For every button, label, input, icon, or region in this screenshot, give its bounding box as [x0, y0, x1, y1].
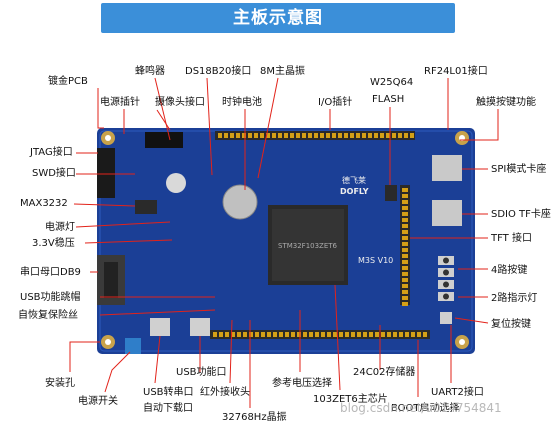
title-banner: 主板示意图	[101, 3, 455, 33]
page-title: 主板示意图	[233, 8, 323, 28]
label-touch-key: 触摸按键功能	[476, 97, 536, 108]
label-io-pin: I/O插针	[318, 97, 353, 108]
label-serial-db9: 串口母口DB9	[20, 267, 81, 278]
label-flash: FLASH	[372, 94, 405, 105]
label-vref-select: 参考电压选择	[272, 378, 332, 389]
io-header-top-pins	[218, 133, 414, 138]
buzzer	[166, 173, 186, 193]
camera-header	[145, 132, 183, 148]
label-leds2: 2路指示灯	[491, 293, 538, 304]
tft-header-pins	[402, 188, 408, 306]
label-gold-pcb: 镀金PCB	[48, 76, 88, 87]
sdio-card-slot	[432, 200, 462, 226]
board-brand: 德飞莱	[342, 176, 366, 185]
spi-card-slot	[432, 155, 462, 181]
max3232-chip	[135, 200, 157, 214]
label-auto-download: 自动下载口	[143, 403, 193, 414]
clock-battery	[222, 184, 258, 220]
label-fuse: 自恢复保险丝	[18, 310, 78, 321]
watermark: blog.csdn.net/u014754841	[340, 401, 502, 415]
label-usb-serial: USB转串口	[143, 387, 194, 398]
jtag-connector	[97, 148, 115, 198]
label-jtag: JTAG接口	[30, 147, 73, 158]
label-power-led: 电源灯	[45, 222, 75, 233]
board-brand-en: DOFLY	[340, 187, 369, 196]
key-buttons	[438, 256, 454, 324]
label-power-pin: 电源插针	[100, 97, 140, 108]
power-switch-body	[125, 338, 141, 354]
label-boot-select: BOOT启动选择	[391, 403, 460, 414]
io-header-bottom-pins	[213, 332, 427, 337]
board-model: M3S V10	[358, 256, 394, 265]
io-header-bottom	[210, 330, 430, 339]
label-buzzer: 蜂鸣器	[135, 66, 165, 77]
label-mcu: 103ZET6主芯片	[313, 394, 388, 405]
label-sdio-card: SDIO TF卡座	[491, 209, 551, 220]
label-ds18b20: DS18B20接口	[185, 66, 252, 77]
label-camera-port: 摄像头接口	[155, 97, 205, 108]
label-reset-key: 复位按键	[491, 319, 531, 330]
label-tft: TFT 接口	[491, 233, 532, 244]
label-rf24l01: RF24L01接口	[424, 66, 488, 77]
label-clock-battery: 时钟电池	[222, 97, 262, 108]
leader-lines	[69, 77, 499, 408]
label-uart2: UART2接口	[431, 387, 484, 398]
chip-marking: STM32F103ZET6	[278, 242, 338, 250]
label-max3232: MAX3232	[20, 198, 68, 209]
label-crystal-32k: 32768Hz晶振	[222, 412, 287, 423]
label-spi-card: SPI模式卡座	[491, 164, 547, 175]
label-regulator: 3.3V稳压	[32, 238, 75, 249]
label-usb-func: USB功能口	[176, 367, 227, 378]
label-crystal-8m: 8M主晶振	[260, 66, 305, 77]
label-swd: SWD接口	[32, 168, 76, 179]
label-ir-receiver: 红外接收头	[200, 387, 250, 398]
label-keys4: 4路按键	[491, 265, 528, 276]
usb-serial-port	[150, 318, 170, 336]
flash-chip	[385, 185, 397, 201]
label-w25q64: W25Q64	[370, 77, 414, 88]
usb-func-port	[190, 318, 210, 336]
label-power-switch: 电源开关	[78, 396, 118, 407]
label-mount-hole: 安装孔	[45, 378, 75, 389]
label-usb-jumper: USB功能跳帽	[20, 292, 81, 303]
label-eeprom: 24C02存储器	[353, 367, 416, 378]
